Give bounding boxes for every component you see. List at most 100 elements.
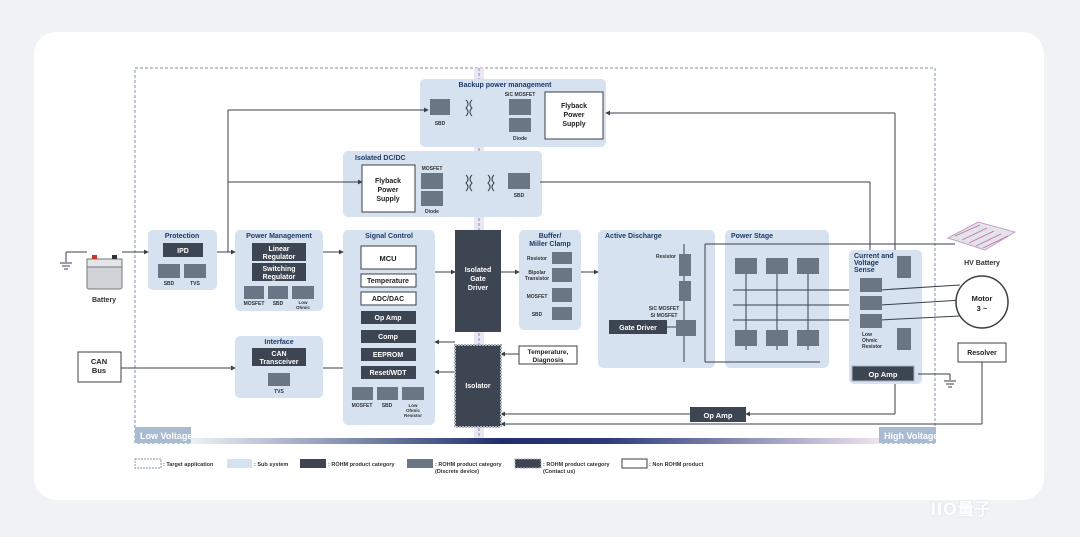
- diagram-shape: [552, 268, 572, 282]
- diagram-shape: [86, 258, 123, 268]
- diagram-shape: [421, 191, 443, 206]
- current-sense-components: [860, 256, 911, 350]
- diagram-label: Supply: [562, 121, 585, 128]
- backup-components: SBD SiC MOSFET Diode Flyback Power Suppl…: [430, 91, 604, 142]
- diagram-label: Motor: [972, 294, 993, 303]
- active-discharge-title: Active Discharge: [605, 233, 662, 240]
- diagram-shape: [766, 330, 788, 346]
- diagram-label: : Sub system: [254, 462, 288, 468]
- buffer-title-2: Miller Clamp: [529, 241, 571, 248]
- diagram-shape: [421, 173, 443, 189]
- diagram-label: Transceiver: [260, 359, 299, 366]
- diagram-label: Driver: [468, 285, 489, 292]
- diagram-label: (Contact us): [543, 469, 575, 475]
- diagram-label: Resistor: [404, 413, 422, 418]
- current-sense-title-1: Current and: [854, 253, 894, 260]
- power-management-components: Linear Regulator Switching Regulator MOS…: [244, 243, 314, 310]
- diagram-label: Isolated: [465, 267, 491, 274]
- isolated-dcdc-components: Flyback Power Supply MOSFET Diode SBD: [361, 164, 530, 215]
- interface-title: Interface: [264, 339, 293, 346]
- diagram-label: SiC MOSFET: [505, 92, 536, 98]
- protection-components: IPD SBD TVS: [158, 243, 206, 287]
- diagram-shape: [797, 330, 819, 346]
- diagram-shape: [60, 262, 956, 388]
- diagram-shape: [430, 99, 450, 115]
- battery-icon: [86, 255, 123, 290]
- diagram-label: Gate: [470, 276, 486, 283]
- diagram-label: Resolver: [967, 350, 997, 357]
- buffer-title-1: Buffer/: [539, 233, 562, 240]
- diagram-shape: [552, 307, 572, 320]
- diagram-label: (Discrete device): [435, 469, 479, 475]
- diagram-shape: [377, 387, 398, 400]
- diagram-label: Diode: [425, 209, 439, 215]
- diagram-shape: [860, 296, 882, 310]
- diagram-shape: [676, 320, 696, 336]
- diagram-shape: [360, 245, 417, 270]
- diagram-label: Gate Driver: [619, 325, 657, 332]
- diagram-shape: [252, 243, 306, 261]
- diagram-label: Low: [862, 332, 872, 338]
- isolated-gate-driver-block: [455, 230, 501, 332]
- diagram-shape: [735, 258, 757, 274]
- power-stage-title: Power Stage: [731, 233, 773, 240]
- diagram-label: MOSFET: [527, 294, 548, 300]
- legend-contact-text: : ROHM product category(Contact us): [543, 462, 611, 475]
- signal-control-components: MCU Temperature ADC/DAC Op Amp Comp EEPR…: [352, 245, 424, 418]
- diagram-label: Ohmic: [862, 338, 878, 344]
- can-bus-box: [77, 351, 122, 383]
- diagram-label: Temperature,: [528, 349, 569, 356]
- diagram-shape: [112, 255, 117, 259]
- diagram-label: : ROHM product category: [543, 462, 611, 468]
- diagram-shape: [487, 174, 495, 192]
- diagram-shape: [860, 278, 882, 292]
- diagram-shape: [268, 286, 288, 299]
- diagram-shape: [552, 252, 572, 264]
- diagram-shape: [163, 243, 203, 257]
- diagram-label: Resistor: [656, 254, 676, 260]
- legend-swatch-subsystem: [227, 459, 252, 468]
- voltage-gradient-bar: [190, 438, 880, 444]
- diagram-label: 3 ~: [977, 304, 988, 313]
- diagram-label: Reset/WDT: [370, 370, 408, 377]
- low-voltage-label: Low Voltage: [140, 431, 192, 441]
- diagram-shape: [361, 311, 416, 324]
- diagram-shape: [735, 330, 757, 346]
- hv-battery-icon: [946, 221, 1017, 251]
- diagram-label: SBD: [532, 312, 543, 318]
- isolated-dcdc-title: Isolated DC/DC: [355, 155, 406, 162]
- diagram-label: Ohmic: [296, 305, 311, 310]
- diagram-shape: [879, 299, 963, 306]
- resolver-box: [957, 342, 1007, 363]
- diagram-label: Power: [563, 112, 584, 119]
- power-stage-switches: [735, 258, 819, 346]
- diagram-label: CAN: [91, 357, 107, 366]
- diagram-label: EEPROM: [373, 352, 404, 359]
- diagram-shape: [946, 221, 1017, 251]
- diagram-label: Transistor: [525, 276, 549, 282]
- diagram-label: Ohmic: [406, 408, 421, 413]
- legend-swatch-target: [134, 458, 162, 469]
- diagram-label: SiC MOSFET: [649, 306, 680, 312]
- diagram-shape: [509, 99, 531, 115]
- diagram-label: Si MOSFET: [651, 313, 678, 319]
- diagram-label: Comp: [378, 334, 398, 341]
- diagram-label: ADC/DAC: [372, 296, 404, 303]
- diagram-shape: [65, 107, 983, 427]
- diagram-label: MOSFET: [422, 166, 443, 172]
- diagram-label: Switching: [262, 266, 295, 273]
- diagram-label: MOSFET: [352, 403, 373, 409]
- legend-swatch-discrete: [407, 459, 433, 468]
- protection-title: Protection: [165, 233, 200, 240]
- diagram-shape: [361, 164, 416, 213]
- diagram-shape: [268, 373, 290, 386]
- diagram-label: Diode: [513, 136, 527, 142]
- diagram-label: : ROHM product category: [328, 462, 396, 468]
- diagram-shape: [954, 224, 1009, 249]
- diagram-label: CAN: [271, 351, 286, 358]
- diagram-label: Regulator: [263, 254, 296, 261]
- current-sense-title-3: Sense: [854, 267, 875, 274]
- diagram-label: IPD: [177, 248, 189, 255]
- diagram-shape: [92, 255, 97, 259]
